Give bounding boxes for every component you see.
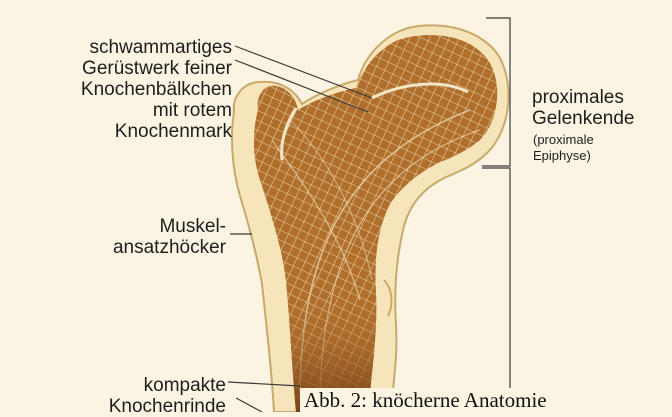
spongy-bone-label: schwammartiges Gerüstwerk feiner Knochen…	[20, 37, 232, 142]
muscle-attachment-label: Muskel- ansatzhöcker	[60, 216, 226, 258]
epiphysis-label: (proximale Epiphyse)	[533, 132, 594, 164]
compact-bone-label: kompakte Knochenrinde	[40, 375, 226, 417]
shaft-bracket	[482, 168, 510, 412]
proximal-end-label: proximales Gelenkende	[532, 87, 634, 129]
figure-caption: Abb. 2: knöcherne Anatomie	[300, 388, 551, 412]
